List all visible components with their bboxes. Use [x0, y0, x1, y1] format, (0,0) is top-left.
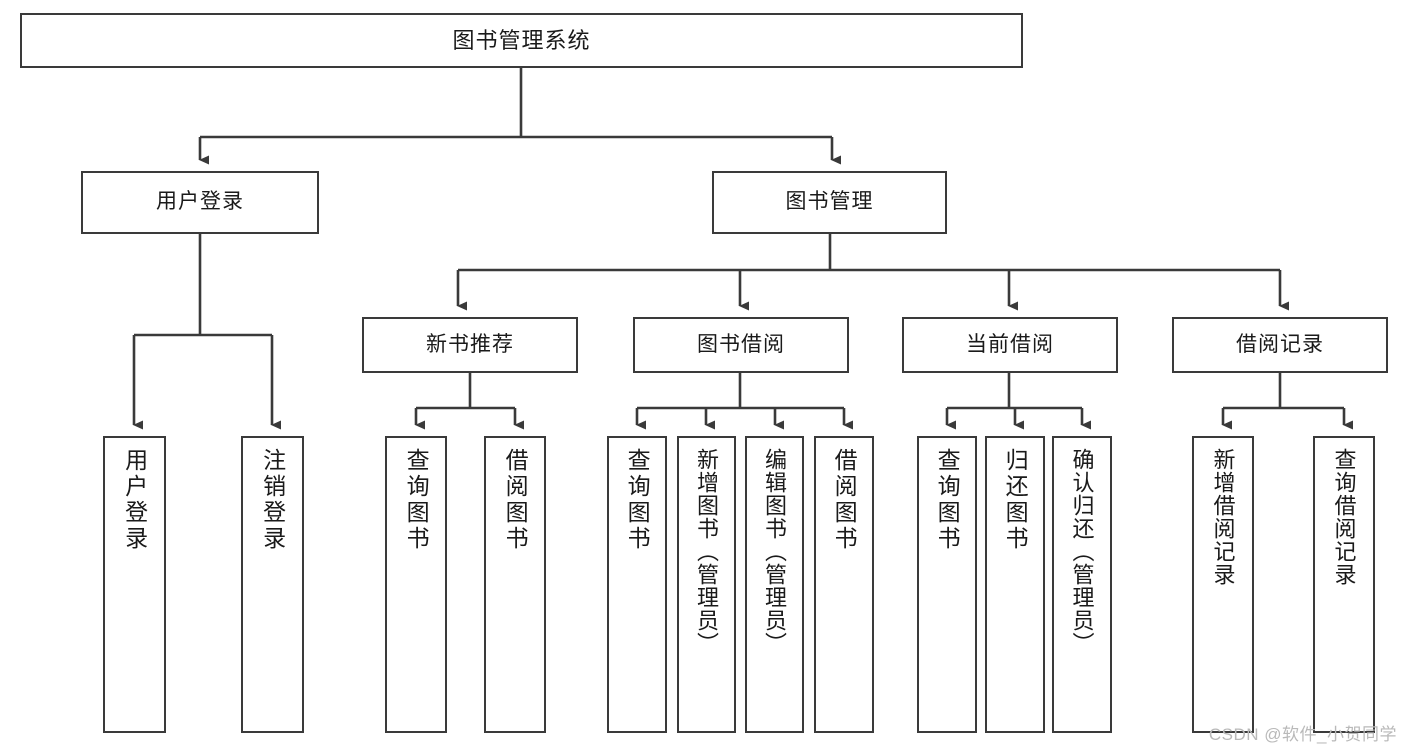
leaf-user-login[interactable]: 用户登录	[103, 436, 166, 733]
leaf-edit-book-admin[interactable]: 编辑图书（管理员）	[745, 436, 804, 733]
leaf-recommend-borrow-book[interactable]: 借阅图书	[484, 436, 546, 733]
node-borrow-record-label: 借阅记录	[1236, 332, 1324, 356]
node-current-borrow-label: 当前借阅	[966, 332, 1054, 356]
leaf-return-book[interactable]: 归还图书	[985, 436, 1045, 733]
leaf-return-book-label: 归还图书	[1002, 448, 1029, 552]
watermark: CSDN @软件_小贺同学	[1208, 725, 1397, 744]
leaf-borrow-book[interactable]: 借阅图书	[814, 436, 874, 733]
node-book-management-label: 图书管理	[785, 190, 874, 214]
leaf-borrow-query-book[interactable]: 查询图书	[607, 436, 667, 733]
node-borrow-record[interactable]: 借阅记录	[1172, 317, 1388, 373]
leaf-add-book-admin-label: 新增图书（管理员）	[694, 448, 720, 655]
leaf-add-book-admin[interactable]: 新增图书（管理员）	[677, 436, 736, 733]
leaf-add-borrow-record[interactable]: 新增借阅记录	[1192, 436, 1254, 733]
node-book-borrow-label: 图书借阅	[697, 332, 785, 356]
leaf-user-login-label: 用户登录	[121, 448, 148, 552]
leaf-recommend-query-book-label: 查询图书	[403, 448, 430, 552]
node-book-management[interactable]: 图书管理	[712, 171, 947, 234]
node-new-book-recommend[interactable]: 新书推荐	[362, 317, 578, 373]
node-current-borrow[interactable]: 当前借阅	[902, 317, 1118, 373]
leaf-confirm-return-admin[interactable]: 确认归还（管理员）	[1052, 436, 1112, 733]
node-root-label: 图书管理系统	[452, 27, 591, 53]
leaf-borrow-query-book-label: 查询图书	[624, 448, 651, 552]
leaf-current-query-book-label: 查询图书	[934, 448, 961, 552]
leaf-confirm-return-admin-label: 确认归还（管理员）	[1069, 448, 1095, 655]
leaf-add-borrow-record-label: 新增借阅记录	[1210, 448, 1236, 586]
node-user-login-label: 用户登录	[156, 190, 244, 214]
leaf-edit-book-admin-label: 编辑图书（管理员）	[762, 448, 788, 655]
leaf-current-query-book[interactable]: 查询图书	[917, 436, 977, 733]
node-new-book-recommend-label: 新书推荐	[426, 332, 514, 356]
leaf-user-logout-label: 注销登录	[259, 448, 286, 552]
node-root[interactable]: 图书管理系统	[20, 13, 1023, 68]
node-user-login[interactable]: 用户登录	[81, 171, 319, 234]
leaf-recommend-query-book[interactable]: 查询图书	[385, 436, 447, 733]
leaf-query-borrow-record-label: 查询借阅记录	[1331, 448, 1357, 586]
leaf-query-borrow-record[interactable]: 查询借阅记录	[1313, 436, 1375, 733]
leaf-borrow-book-label: 借阅图书	[831, 448, 858, 552]
node-book-borrow[interactable]: 图书借阅	[633, 317, 849, 373]
leaf-user-logout[interactable]: 注销登录	[241, 436, 304, 733]
leaf-recommend-borrow-book-label: 借阅图书	[502, 448, 529, 552]
